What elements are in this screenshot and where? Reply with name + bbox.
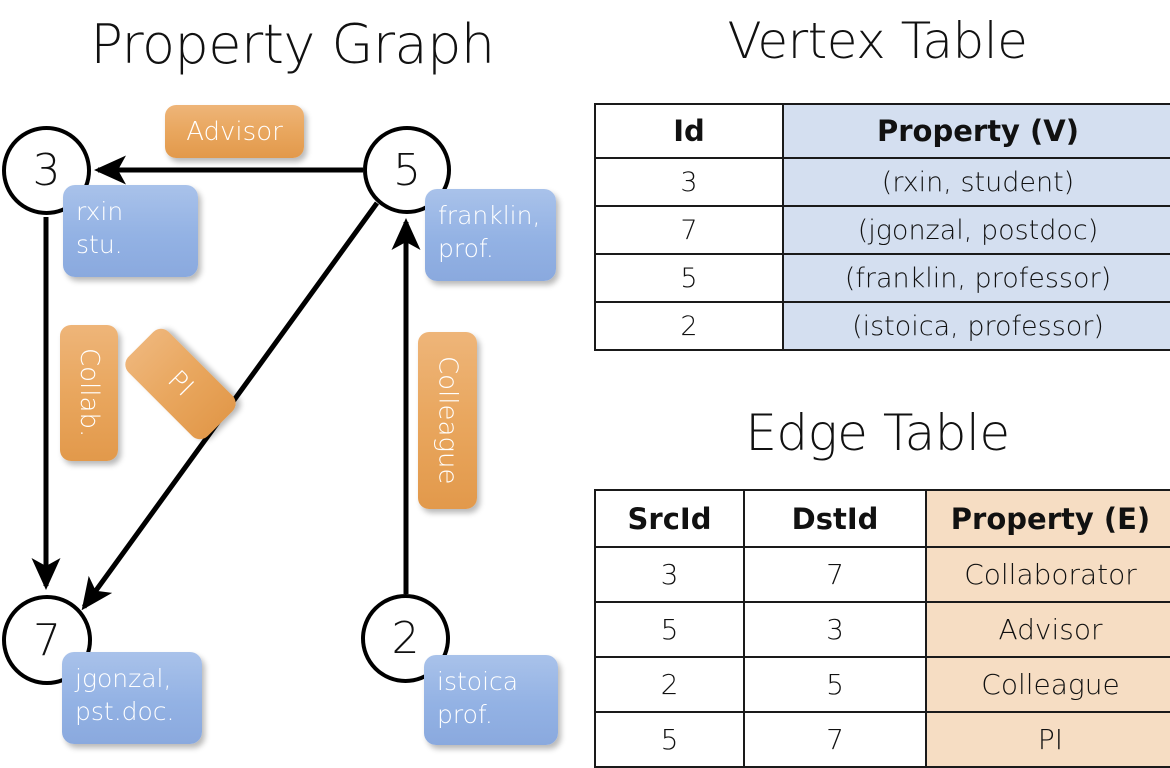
edge-cell-srcid: 5 <box>594 711 745 768</box>
vertex-cell-property: (jgonzal, postdoc) <box>782 205 1170 255</box>
page-title-edge-table: Edge Table <box>745 404 1010 462</box>
vertex-cell-property: (rxin, student) <box>782 157 1170 207</box>
graph-node-2-label: 2 <box>391 613 420 664</box>
page-title-vertex-table: Vertex Table <box>727 12 1028 70</box>
vertex-property-jgonzal-line1: jgonzal, <box>75 664 172 693</box>
table-row[interactable]: 7 (jgonzal, postdoc) <box>594 205 1170 255</box>
edge-cell-property: Advisor <box>925 601 1170 658</box>
graph-node-3-label: 3 <box>32 145 61 196</box>
vertex-cell-property: (istoica, professor) <box>782 301 1170 351</box>
edge-label-collab-text: Collab. <box>74 348 104 438</box>
edge-table-header-row: SrcId DstId Property (E) <box>594 489 1170 548</box>
edge-label-advisor[interactable]: Advisor <box>165 105 304 158</box>
edge-table-header-srcid: SrcId <box>594 489 745 548</box>
edge-cell-dstid: 7 <box>743 546 927 603</box>
vertex-table-header-id: Id <box>594 103 784 159</box>
edge-table-header-property: Property (E) <box>925 489 1170 548</box>
graph-node-5[interactable]: 5 <box>363 126 451 214</box>
vertex-table: Id Property (V) 3 (rxin, student) 7 (jgo… <box>594 103 1170 351</box>
table-row[interactable]: 3 7 Collaborator <box>594 546 1170 603</box>
edge-cell-dstid: 3 <box>743 601 927 658</box>
vertex-property-box-franklin[interactable]: franklin, prof. <box>425 189 556 281</box>
edge-cell-property: Colleague <box>925 656 1170 713</box>
table-row[interactable]: 5 (franklin, professor) <box>594 253 1170 303</box>
edge-label-advisor-text: Advisor <box>186 116 283 147</box>
edge-cell-property: PI <box>925 711 1170 768</box>
edge-table-header-dstid: DstId <box>743 489 927 548</box>
vertex-property-box-jgonzal[interactable]: jgonzal, pst.doc. <box>62 652 202 744</box>
vertex-property-istoica-line1: istoica <box>437 667 519 696</box>
vertex-cell-id: 3 <box>594 157 784 207</box>
edge-cell-property: Collaborator <box>925 546 1170 603</box>
vertex-property-franklin-line2: prof. <box>438 234 494 263</box>
table-row[interactable]: 2 5 Colleague <box>594 656 1170 713</box>
edge-cell-dstid: 7 <box>743 711 927 768</box>
edge-label-pi-text: PI <box>161 365 200 403</box>
vertex-cell-id: 7 <box>594 205 784 255</box>
vertex-cell-property: (franklin, professor) <box>782 253 1170 303</box>
vertex-property-box-rxin[interactable]: rxin stu. <box>63 185 198 277</box>
vertex-property-rxin-line1: rxin <box>76 197 124 226</box>
edge-label-collab[interactable]: Collab. <box>60 325 118 461</box>
table-row[interactable]: 5 7 PI <box>594 711 1170 768</box>
table-row[interactable]: 3 (rxin, student) <box>594 157 1170 207</box>
graph-node-2[interactable]: 2 <box>361 594 450 683</box>
table-row[interactable]: 5 3 Advisor <box>594 601 1170 658</box>
edge-cell-srcid: 5 <box>594 601 745 658</box>
page-title-property-graph: Property Graph <box>90 13 495 76</box>
graph-node-5-label: 5 <box>393 144 421 196</box>
edge-cell-dstid: 5 <box>743 656 927 713</box>
vertex-property-istoica-line2: prof. <box>437 700 493 729</box>
edge-label-colleague-text: Colleague <box>432 356 463 485</box>
edge-label-colleague[interactable]: Colleague <box>418 332 477 509</box>
vertex-table-header-row: Id Property (V) <box>594 103 1170 159</box>
vertex-cell-id: 2 <box>594 301 784 351</box>
vertex-property-franklin-line1: franklin, <box>438 201 541 230</box>
edge-cell-srcid: 2 <box>594 656 745 713</box>
vertex-property-rxin-line2: stu. <box>76 230 123 259</box>
graph-node-7-label: 7 <box>33 614 61 666</box>
vertex-table-header-property: Property (V) <box>782 103 1170 159</box>
vertex-property-box-istoica[interactable]: istoica prof. <box>424 655 558 745</box>
edge-cell-srcid: 3 <box>594 546 745 603</box>
property-graph-diagram: 3 5 7 2 rxin stu. franklin, prof. jgonza… <box>0 0 585 760</box>
edge-table: SrcId DstId Property (E) 3 7 Collaborato… <box>594 489 1170 768</box>
vertex-property-jgonzal-line2: pst.doc. <box>75 697 175 726</box>
table-row[interactable]: 2 (istoica, professor) <box>594 301 1170 351</box>
vertex-cell-id: 5 <box>594 253 784 303</box>
